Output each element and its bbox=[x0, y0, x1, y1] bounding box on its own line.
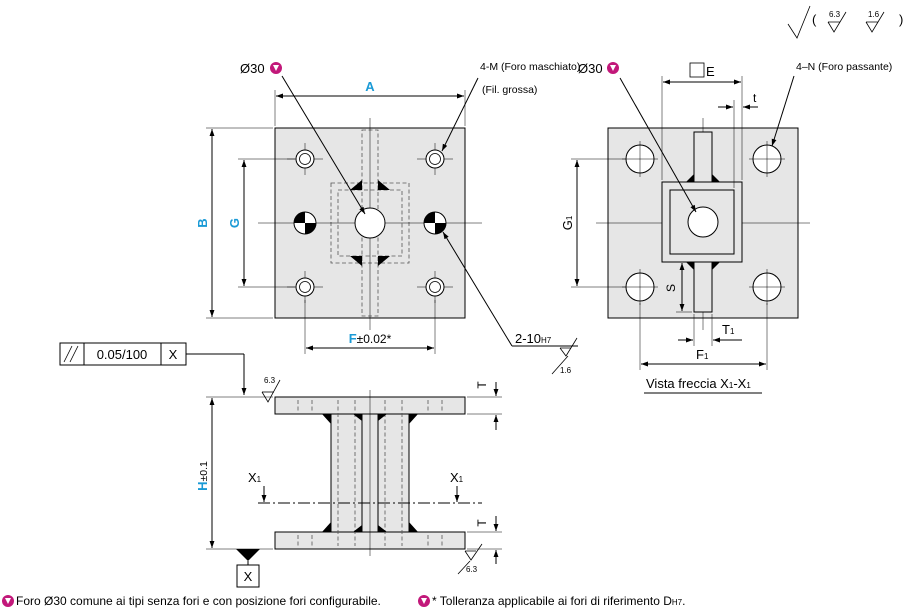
parallelism-icon bbox=[63, 345, 79, 363]
thread-note: (Fil. grossa) bbox=[482, 84, 537, 96]
roughness-symbol-icon bbox=[464, 543, 483, 561]
roughness-symbol-icon bbox=[865, 11, 885, 33]
parallelism-value: 0.05/100 bbox=[97, 347, 148, 362]
parallelism-frame: 0.05/100 X bbox=[59, 342, 187, 366]
roughness-symbol-icon bbox=[261, 379, 281, 403]
arrow-view: Ø30 E t 4–N (Foro passante) G1 S T1 bbox=[560, 61, 892, 394]
arrow-view-caption: Vista freccia X1-X1 bbox=[646, 376, 751, 391]
center-hole bbox=[354, 207, 386, 239]
weld-marks bbox=[350, 180, 390, 266]
roughness-value: 6.3 bbox=[829, 10, 841, 19]
roughness-value: 6.3 bbox=[466, 565, 478, 574]
reference-holes-label: 2-10H7 bbox=[515, 331, 552, 346]
reference-hole-icon bbox=[293, 211, 317, 235]
tapped-holes bbox=[295, 149, 445, 297]
datum-ref: X bbox=[169, 347, 178, 362]
roughness-value: 6.3 bbox=[264, 376, 276, 385]
dim-g-label: G bbox=[227, 218, 242, 228]
through-holes-label: 4–N (Foro passante) bbox=[796, 61, 892, 73]
leader-tapped-hole bbox=[441, 77, 479, 152]
side-view: 0.05/100 X 6.3 H±0.1 bbox=[59, 342, 502, 588]
svg-text:(: ( bbox=[812, 12, 817, 27]
datum-label: X bbox=[244, 569, 253, 584]
datum-triangle-icon bbox=[236, 549, 260, 561]
dim-f1-label: F1 bbox=[696, 347, 709, 362]
dim-g1-label: G1 bbox=[560, 215, 575, 230]
datum-box bbox=[236, 564, 260, 588]
dim-t-top-label: T bbox=[475, 381, 489, 389]
reference-hole-icon bbox=[423, 211, 447, 235]
tapped-holes-label: 4-M (Foro maschiato) bbox=[480, 61, 580, 73]
leader-through-hole bbox=[771, 75, 795, 147]
roughness-symbol-icon bbox=[559, 337, 578, 357]
roughness-symbol-icon bbox=[827, 11, 847, 33]
footnote: Foro Ø30 comune ai tipi senza fori e con… bbox=[2, 594, 685, 608]
dim-e-label: E bbox=[706, 64, 715, 79]
footnote-2: * Tolleranza applicabile ai fori di rife… bbox=[432, 594, 685, 608]
roughness-value: 1.6 bbox=[560, 366, 572, 375]
center-hole-label: Ø30 bbox=[240, 61, 265, 76]
dim-f-label: F±0.02* bbox=[349, 331, 392, 346]
leader-center-hole bbox=[619, 77, 697, 213]
svg-text:): ) bbox=[899, 12, 903, 27]
dim-a-label: A bbox=[365, 79, 375, 94]
top-view: A B G F±0.02* Ø30 4-M (Foro maschiato) (… bbox=[195, 61, 580, 375]
dim-t1-label: T1 bbox=[722, 322, 735, 337]
roughness-value: 1.6 bbox=[868, 10, 880, 19]
square-symbol-icon bbox=[689, 62, 705, 78]
section-left-label: X1 bbox=[248, 470, 262, 485]
section-right-label: X1 bbox=[450, 470, 464, 485]
dim-b-label: B bbox=[195, 218, 210, 227]
leader-reference-hole bbox=[442, 231, 513, 347]
overall-surface-finish: ( 6.3 1.6 ) bbox=[787, 5, 903, 39]
dim-h-label: H±0.1 bbox=[195, 461, 210, 491]
dim-t-bottom-label: T bbox=[475, 519, 489, 527]
dim-s-label: S bbox=[664, 284, 678, 292]
dim-t-label: t bbox=[753, 91, 757, 105]
footnote-1: Foro Ø30 comune ai tipi senza fori e con… bbox=[16, 594, 381, 608]
center-hole bbox=[687, 206, 719, 238]
check-symbol-icon bbox=[787, 5, 811, 39]
leader-center-hole bbox=[281, 75, 366, 215]
center-hole-label: Ø30 bbox=[578, 61, 603, 76]
